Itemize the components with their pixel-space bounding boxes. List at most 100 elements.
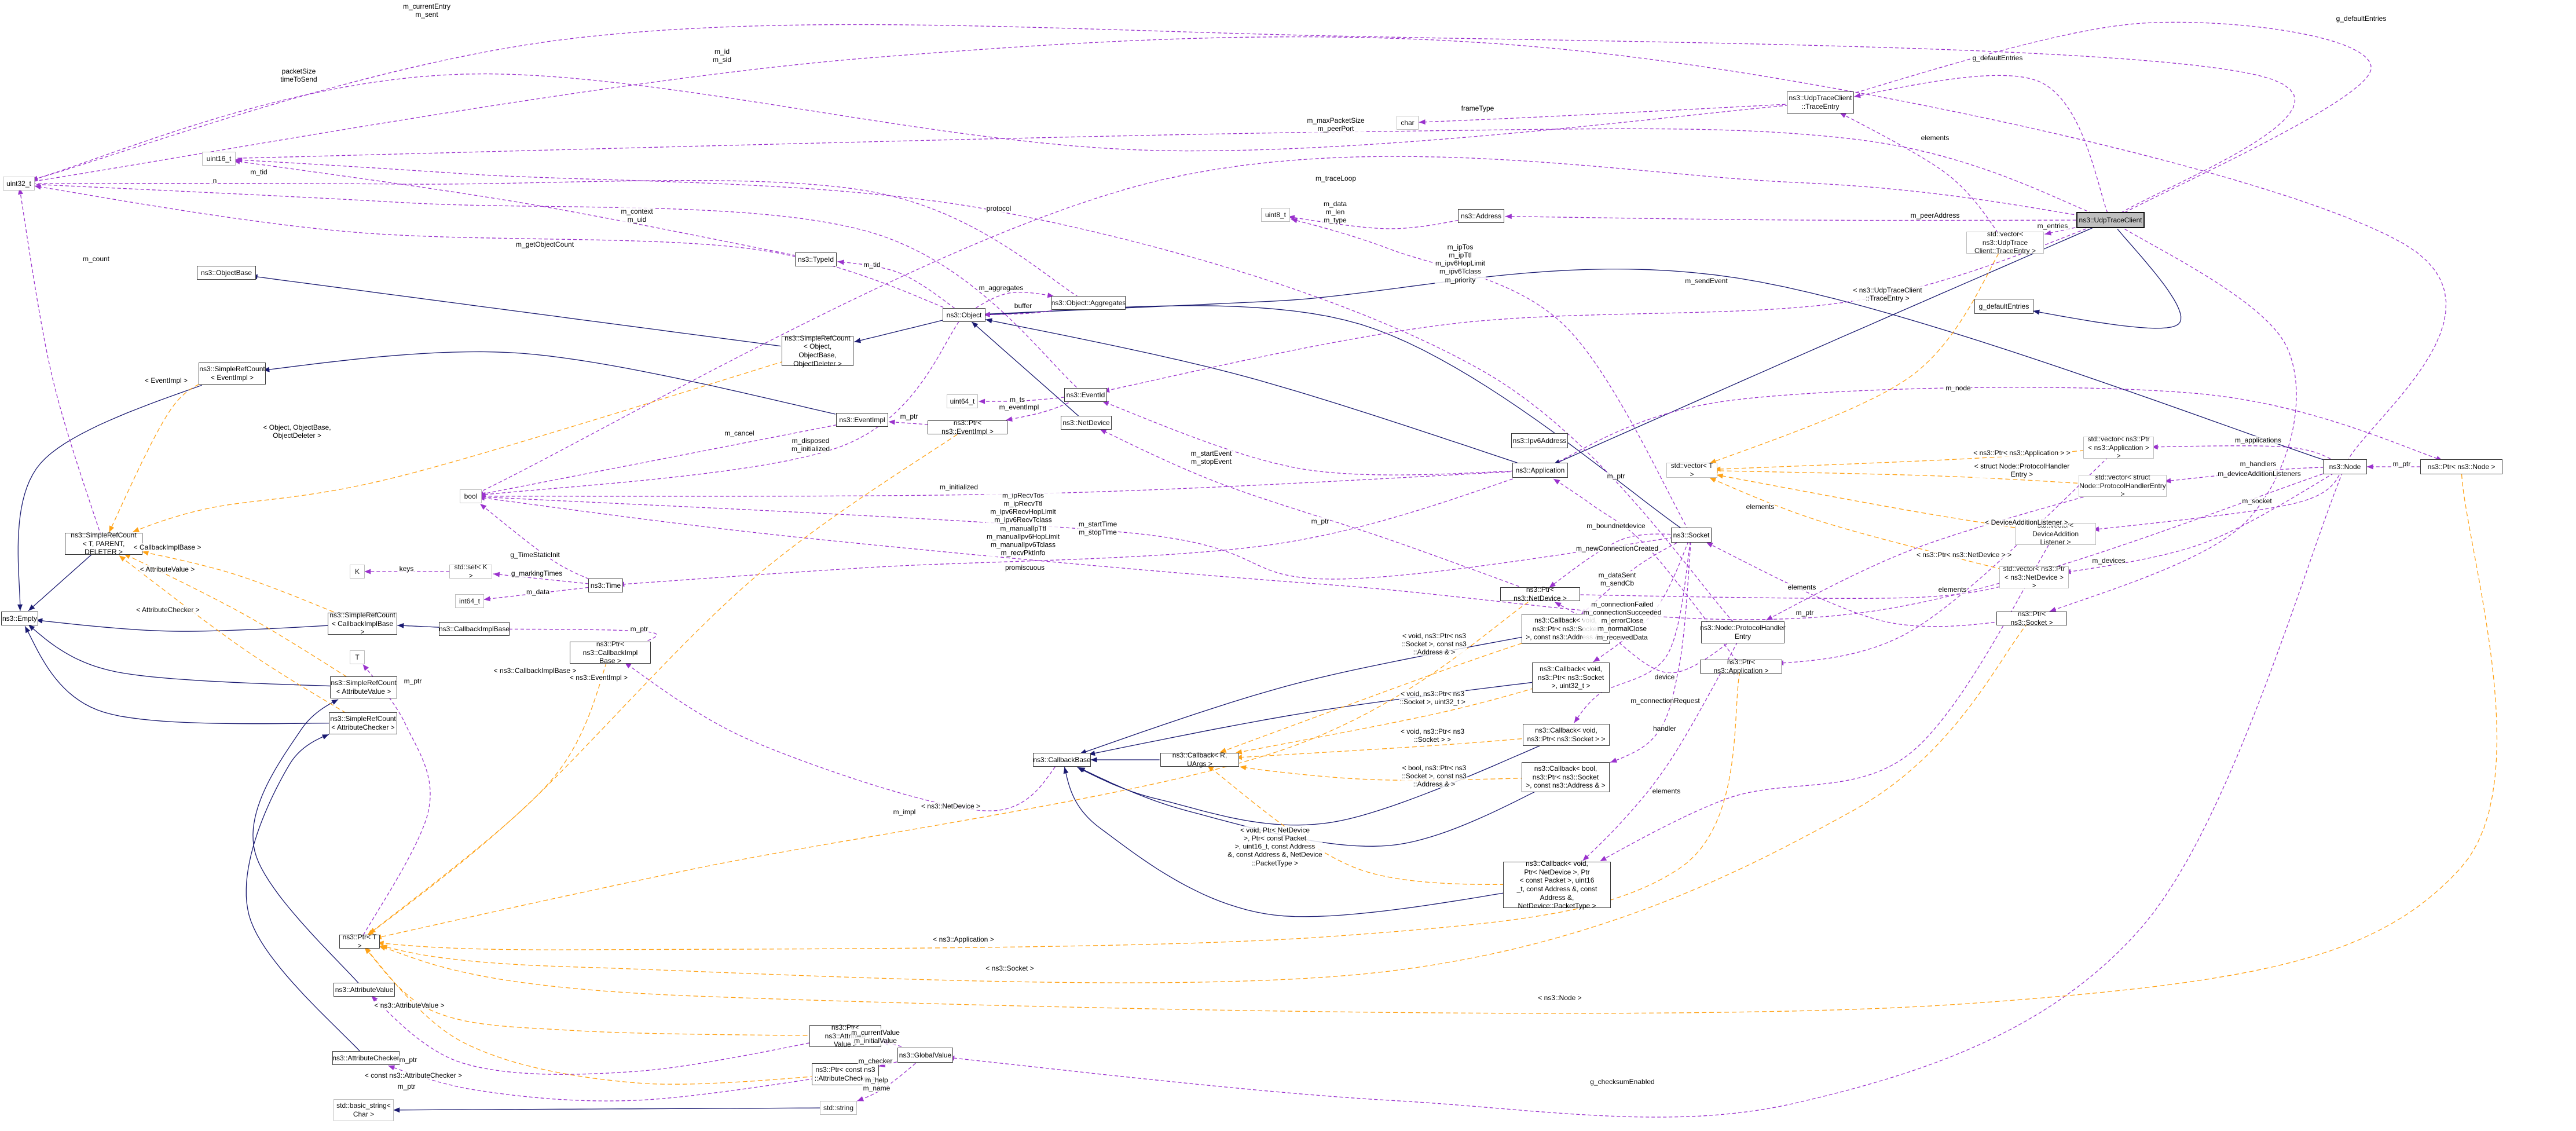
- graph-node-bstr[interactable]: std::basic_string< Char >: [334, 1099, 394, 1121]
- edge-label-m_entries: m_entries: [2036, 221, 2069, 230]
- graph-node-setK[interactable]: std::set< K >: [449, 563, 492, 580]
- edge-vecDAL-cbBig: [1600, 544, 2049, 862]
- edge-obj-u32: [34, 185, 944, 308]
- edge-label-m_ipTos: m_ipTos m_ipTtl m_ipv6HopLimit m_ipv6Tcl…: [1434, 243, 1486, 284]
- edge-label-m_ts: m_ts: [1009, 395, 1026, 404]
- edge-gv-ptrac: [878, 1062, 897, 1067]
- graph-node-empty[interactable]: ns3::Empty: [1, 612, 38, 625]
- graph-node-typeid[interactable]: ns3::TypeId: [795, 252, 837, 266]
- edge-phe-ptrnd: [1554, 602, 1727, 674]
- edge-label-g_TimeStaticInit: g_TimeStaticInit: [510, 550, 560, 559]
- arrowhead: [2033, 309, 2040, 315]
- arrowhead: [1610, 757, 1618, 763]
- edge-label-m_disposed: m_disposed m_initialized: [790, 436, 831, 453]
- graph-node-ptrnd[interactable]: ns3::Ptr< ns3::NetDevice >: [1500, 585, 1580, 602]
- graph-node-evimpl[interactable]: ns3::EventImpl: [836, 413, 888, 427]
- graph-node-node[interactable]: ns3::Node: [2323, 459, 2367, 474]
- graph-node-cbBSA[interactable]: ns3::Callback< bool, ns3::Ptr< ns3::Sock…: [1522, 762, 1610, 792]
- graph-node-sock[interactable]: ns3::Socket: [1671, 528, 1712, 543]
- graph-node-i64[interactable]: int64_t: [455, 594, 484, 608]
- graph-node-vecT[interactable]: std::vector< T >: [1666, 462, 1717, 478]
- graph-node-ptrapp[interactable]: ns3::Ptr< ns3::Application >: [1700, 658, 1782, 675]
- graph-node-addr[interactable]: ns3::Address: [1458, 209, 1504, 223]
- graph-node-ptrsock[interactable]: ns3::Ptr< ns3::Socket >: [1996, 610, 2067, 627]
- graph-node-main[interactable]: ns3::UdpTraceClient: [2076, 212, 2145, 228]
- graph-node-phe[interactable]: ns3::Node::ProtocolHandler Entry: [1700, 621, 1786, 643]
- edge-label-m_ptr: m_ptr: [629, 624, 649, 634]
- graph-node-app[interactable]: ns3::Application: [1512, 463, 1568, 478]
- graph-node-cbVS[interactable]: ns3::Callback< void, ns3::Ptr< ns3::Sock…: [1523, 724, 1610, 746]
- graph-node-cbBig[interactable]: ns3::Callback< void, Ptr< NetDevice >, P…: [1503, 859, 1611, 910]
- edge-label-elements: elements: [1920, 133, 1950, 142]
- edge-label-buffer: buffer: [1013, 301, 1033, 310]
- graph-node-evid[interactable]: ns3::EventId: [1064, 388, 1107, 402]
- graph-node-gv[interactable]: ns3::GlobalValue: [897, 1048, 953, 1063]
- graph-node-ip6[interactable]: ns3::Ipv6Address: [1511, 433, 1568, 448]
- graph-node-cib[interactable]: ns3::CallbackImplBase: [439, 622, 510, 636]
- graph-node-obj[interactable]: ns3::Object: [943, 308, 985, 322]
- graph-node-u64[interactable]: uint64_t: [947, 394, 978, 408]
- graph-node-ac[interactable]: ns3::AttributeChecker: [332, 1051, 400, 1065]
- graph-node-u16[interactable]: uint16_t: [202, 152, 236, 166]
- edge-ptrapp-app: [1553, 478, 1737, 661]
- edge-node-u32: [19, 36, 2447, 462]
- edge-label-m_dataSent: m_dataSent m_sendCb: [1597, 570, 1637, 588]
- graph-node-srcTPD[interactable]: ns3::SimpleRefCount < T, PARENT, DELETER…: [65, 531, 142, 556]
- edge-label-m_currentValue: m_currentValue m_initialValue: [851, 1028, 900, 1045]
- edge-te-u32: [28, 73, 1789, 182]
- graph-node-time[interactable]: ns3::Time: [588, 579, 623, 592]
- arrowhead: [28, 604, 35, 611]
- arrowhead: [377, 940, 384, 946]
- graph-node-ptrT[interactable]: ns3::Ptr< T >: [339, 933, 380, 950]
- graph-node-cbVSU[interactable]: ns3::Callback< void, ns3::Ptr< ns3::Sock…: [1532, 663, 1610, 693]
- edge-addr-u8: [1288, 216, 1459, 229]
- graph-node-objbase[interactable]: ns3::ObjectBase: [197, 266, 256, 280]
- graph-node-vecApp[interactable]: std::vector< ns3::Ptr < ns3::Application…: [2083, 435, 2154, 460]
- edge-evid-u32: [27, 184, 1082, 391]
- graph-node-ptrnode[interactable]: ns3::Ptr< ns3::Node >: [2420, 459, 2502, 474]
- graph-node-te[interactable]: ns3::UdpTraceClient ::TraceEntry: [1787, 91, 1854, 114]
- edge-label-packetSize: packetSize timeToSend: [280, 67, 318, 84]
- graph-node-cbRU[interactable]: ns3::Callback< R, UArgs >: [1160, 751, 1239, 768]
- graph-node-str[interactable]: std::string: [820, 1101, 857, 1115]
- graph-node-ptrcib[interactable]: ns3::Ptr< ns3::CallbackImpl Base >: [570, 640, 651, 665]
- edge-srcEI-srcTPD: [108, 383, 200, 533]
- graph-node-T[interactable]: T: [350, 650, 365, 664]
- edge-label-m_tid: m_tid: [863, 260, 881, 269]
- graph-node-vecTE[interactable]: std::vector< ns3::UdpTrace Client::Trace…: [1966, 230, 2044, 255]
- graph-node-char[interactable]: char: [1397, 116, 1419, 130]
- graph-node-vecPHE[interactable]: std::vector< struct Node::ProtocolHandle…: [2079, 473, 2167, 499]
- edge-label-m_tid: m_tid: [250, 167, 268, 177]
- graph-node-bool[interactable]: bool: [460, 489, 482, 503]
- edge-main-u32: [31, 24, 2296, 213]
- graph-node-ptrev[interactable]: ns3::Ptr< ns3::EventImpl >: [928, 419, 1007, 435]
- arrowhead: [1766, 615, 1773, 621]
- graph-node-srcEI[interactable]: ns3::SimpleRefCount < EventImpl >: [199, 363, 266, 385]
- graph-node-K[interactable]: K: [350, 565, 365, 579]
- edge-ptrsock-ptrT: [380, 623, 2028, 983]
- edge-label-elements: elements: [1937, 585, 1967, 594]
- graph-node-srcOOD[interactable]: ns3::SimpleRefCount < Object, ObjectBase…: [782, 334, 853, 368]
- graph-node-vecDAL[interactable]: std::vector< DeviceAddition Listener >: [2015, 521, 2096, 546]
- edge-aggr-u32: [27, 180, 1079, 298]
- graph-node-vecND[interactable]: std::vector< ns3::Ptr < ns3::NetDevice >…: [1999, 565, 2069, 590]
- edge-label-m_traceLoop: m_traceLoop: [1314, 174, 1357, 183]
- graph-node-gde[interactable]: g_defaultEntries: [1974, 299, 2033, 314]
- graph-node-aggr[interactable]: ns3::Object::Aggregates: [1051, 296, 1126, 310]
- graph-node-srcCIB[interactable]: ns3::SimpleRefCount < CallbackImplBase >: [328, 611, 397, 636]
- graph-node-av[interactable]: ns3::AttributeValue: [334, 983, 395, 997]
- graph-node-cbbase[interactable]: ns3::CallbackBase: [1033, 753, 1091, 767]
- graph-node-u32[interactable]: uint32_t: [3, 177, 35, 191]
- edge-main-addr: [1505, 215, 2076, 221]
- edge-ptrcib-cib: [503, 628, 657, 641]
- graph-node-netdev[interactable]: ns3::NetDevice: [1061, 416, 1112, 430]
- arrowhead: [1006, 416, 1013, 422]
- edge-main-app: [1553, 226, 2097, 465]
- graph-node-u8[interactable]: uint8_t: [1261, 208, 1290, 222]
- edge-ptrnd-netdev: [1100, 429, 1519, 587]
- edge-cbBSA-cbRU: [1239, 766, 1526, 781]
- graph-node-srcAV[interactable]: ns3::SimpleRefCount < AttributeValue >: [330, 676, 397, 698]
- graph-node-srcAC[interactable]: ns3::SimpleRefCount < AttributeChecker >: [329, 712, 397, 734]
- edge-label-m_initialized: m_initialized: [939, 482, 979, 492]
